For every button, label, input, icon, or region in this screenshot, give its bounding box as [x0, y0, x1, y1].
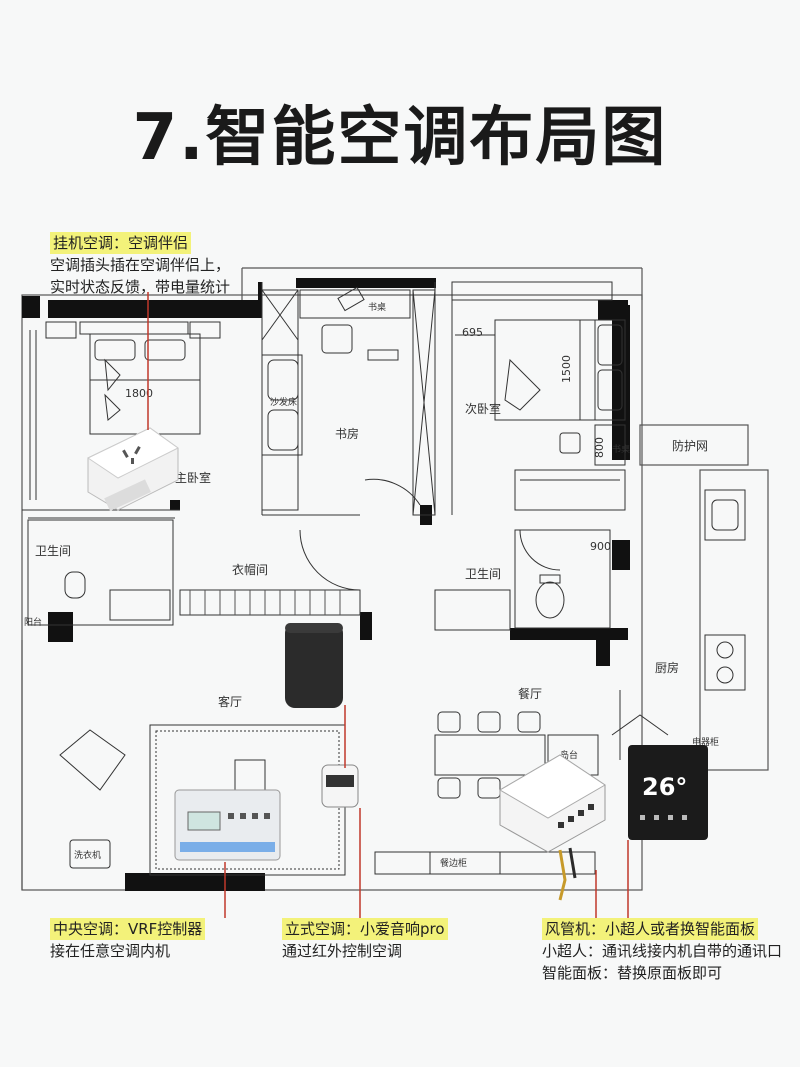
smart-panel: 26° — [628, 745, 708, 840]
label-laundry: 洗衣机 — [74, 849, 101, 861]
note-standing-ac-line-1: 通过红外控制空调 — [282, 942, 403, 960]
dim-1800: 1800 — [125, 387, 153, 400]
note-fan-coil: 风管机：小超人或者换智能面板 小超人：通讯线接内机自带的通讯口 智能面板：替换原… — [542, 918, 782, 984]
room-bathroom-left: 卫生间 — [35, 544, 71, 558]
study-area — [261, 282, 436, 591]
note-standing-ac: 立式空调：小爱音响pro 通过红外控制空调 — [282, 918, 448, 962]
note-central-ac-heading: 中央空调：VRF控制器 — [50, 918, 206, 940]
note-wall-ac: 挂机空调：空调伴侣 空调插头插在空调伴侣上， 实时状态反馈，带电量统计 — [50, 232, 230, 298]
note-fan-coil-line-1: 小超人：通讯线接内机自带的通讯口 — [542, 942, 783, 960]
note-central-ac: 中央空调：VRF控制器 接在任意空调内机 — [50, 918, 206, 962]
room-cloakroom: 衣帽间 — [232, 562, 268, 577]
dim-695: 695 — [462, 326, 483, 339]
label-desk-study: 书桌 — [368, 301, 386, 313]
label-protective-net: 防护网 — [672, 438, 708, 453]
room-second-bedroom: 次卧室 — [465, 401, 501, 416]
second-bedroom-area — [451, 281, 626, 515]
label-sideboard: 餐边柜 — [440, 857, 467, 869]
room-bathroom-right: 卫生间 — [465, 567, 501, 581]
label-balcony: 阳台 — [24, 616, 42, 628]
walls — [22, 278, 630, 891]
panel-display: 26° — [642, 773, 687, 801]
dim-900: 900 — [590, 540, 611, 553]
room-master-bedroom: 主卧室 — [175, 470, 211, 485]
room-living-room: 客厅 — [218, 694, 242, 709]
dim-1500: 1500 — [560, 355, 573, 383]
note-wall-ac-line-2: 实时状态反馈，带电量统计 — [50, 278, 231, 296]
label-desk-bedroom: 书桌 — [612, 443, 630, 455]
xiaoai-speaker — [285, 623, 343, 708]
ir-blaster-device — [321, 764, 359, 808]
note-central-ac-line-1: 接在任意空调内机 — [50, 942, 171, 960]
label-sofa-bed: 沙发床 — [270, 396, 297, 408]
leader-lines — [147, 292, 629, 918]
dining-room-area — [434, 711, 599, 799]
note-standing-ac-heading: 立式空调：小爱音响pro — [282, 918, 448, 940]
kitchen-area — [611, 489, 746, 760]
note-wall-ac-line-1: 空调插头插在空调伴侣上， — [50, 256, 231, 274]
room-kitchen: 厨房 — [655, 660, 679, 675]
room-dining-room: 餐厅 — [518, 686, 542, 701]
page-title: 7.智能空调布局图 — [132, 101, 668, 175]
note-fan-coil-line-2: 智能面板：替换原面板即可 — [542, 964, 723, 982]
room-study: 书房 — [335, 426, 359, 441]
note-wall-ac-heading: 挂机空调：空调伴侣 — [50, 232, 192, 254]
vrf-controller — [174, 789, 281, 861]
ac-companion-plug — [86, 427, 179, 512]
dim-800: 800 — [593, 437, 606, 458]
note-fan-coil-heading: 风管机：小超人或者换智能面板 — [542, 918, 759, 940]
fan-coil-controller — [499, 754, 606, 901]
master-bedroom-area — [22, 321, 221, 519]
bathroom-cloakroom-area — [27, 519, 611, 631]
